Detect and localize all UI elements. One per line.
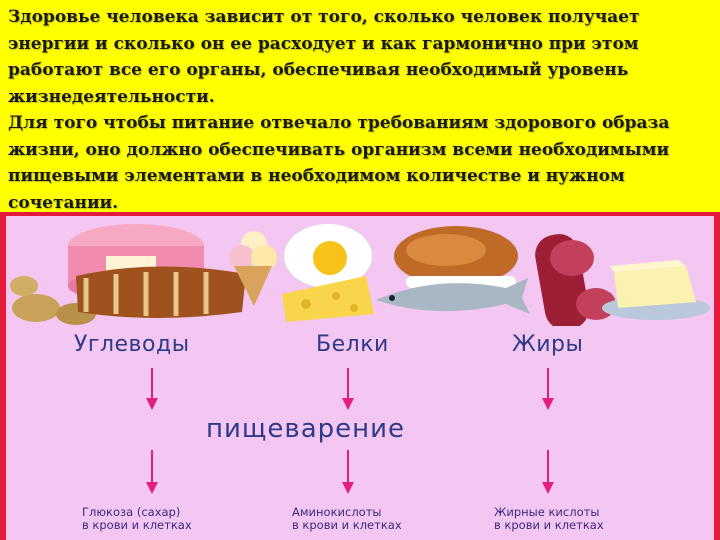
product-amino-acids-line1: Аминокислоты [292,505,382,519]
paragraph-health: Здоровье человека зависит от того, сколь… [8,7,640,107]
arrow-down-icon [542,368,554,410]
ice-cream-icon [229,231,277,306]
diagram-frame: Углеводы Белки Жиры пищеварение Глюкоза … [0,212,720,540]
label-carbohydrates: Углеводы [74,332,190,357]
sausage-icon [535,234,616,326]
product-glucose-line2: в крови и клетках [82,518,192,532]
product-fatty-acids-line2: в крови и клетках [494,518,604,532]
arrow-down-icon [146,368,158,410]
arrow-down-icon [342,368,354,410]
text-box: Здоровье человека зависит от того, сколь… [0,0,720,212]
arrow-down-icon [342,450,354,494]
product-glucose-line1: Глюкоза (сахар) [82,505,181,519]
arrow-down-icon [542,450,554,494]
bread-icon [76,266,246,318]
egg-icon [284,224,372,288]
label-proteins: Белки [316,332,389,357]
product-glucose: Глюкоза (сахар) в крови и клетках [82,506,192,532]
product-fatty-acids-line1: Жирные кислоты [494,505,600,519]
chicken-icon [394,226,518,288]
product-amino-acids-line2: в крови и клетках [292,518,402,532]
digestion-diagram: Углеводы Белки Жиры пищеварение Глюкоза … [6,216,714,540]
butter-icon [602,260,710,320]
product-amino-acids: Аминокислоты в крови и клетках [292,506,402,532]
paragraph-nutrition: Для того чтобы питание отвечало требован… [8,113,670,212]
fish-icon [376,278,530,314]
arrow-down-icon [146,450,158,494]
label-fats: Жиры [512,332,584,357]
food-illustration [10,224,710,326]
product-fatty-acids: Жирные кислоты в крови и клетках [494,506,604,532]
label-digestion: пищеварение [206,414,406,444]
cheese-icon [282,276,374,322]
